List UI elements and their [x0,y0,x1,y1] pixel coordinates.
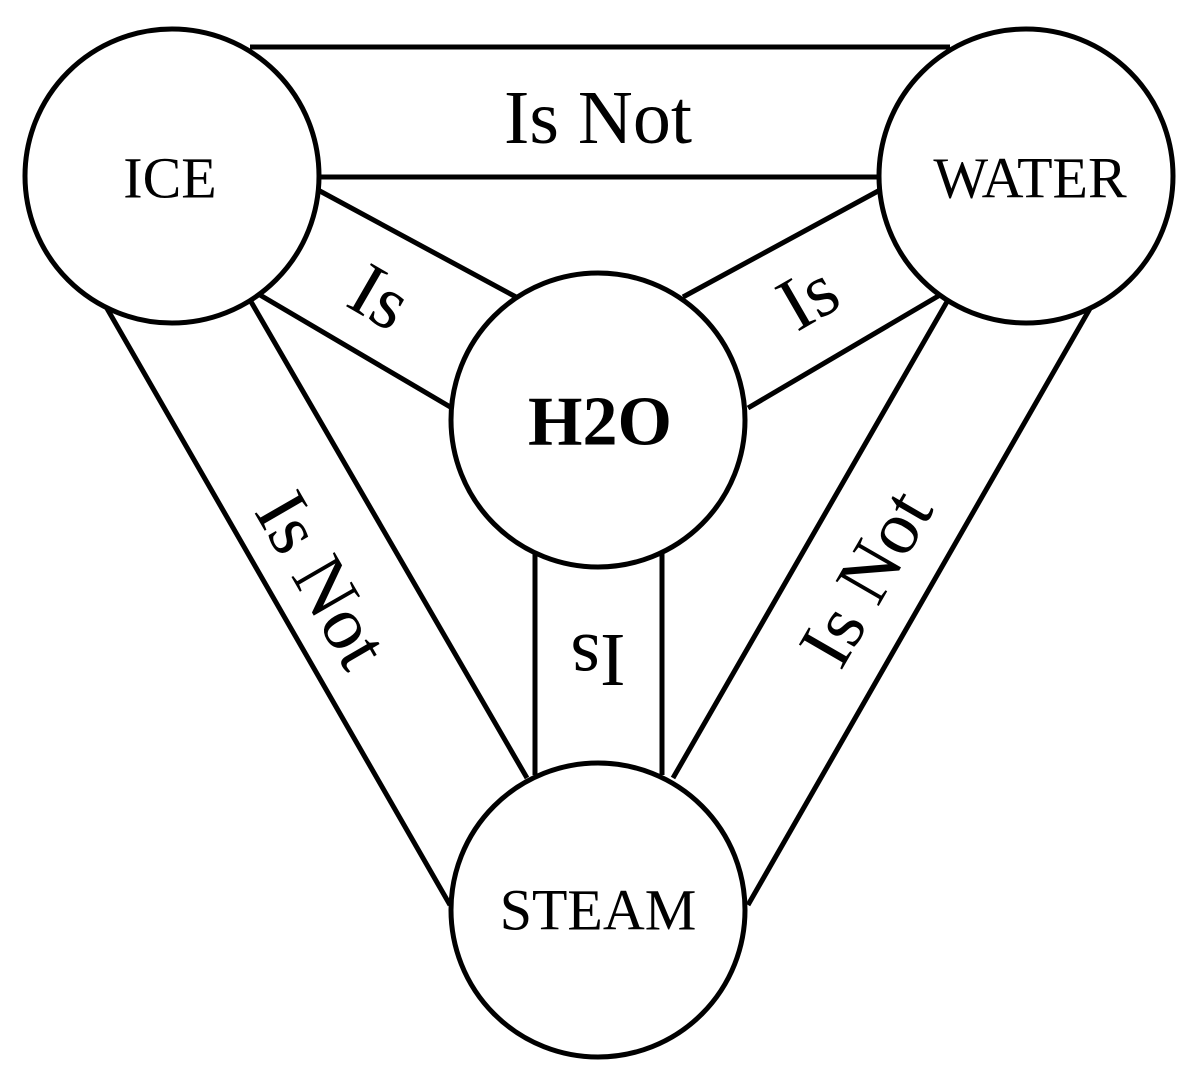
relation-label-water-steam: Is Not [783,476,950,681]
node-steam: STEAM [448,760,748,1060]
band-steam-center [532,550,665,775]
band-water-center [681,187,942,411]
band-ice-center [258,187,518,411]
relation-label-steam-center: Is [571,618,626,702]
node-ice-circle [22,26,322,326]
node-water: WATER [876,26,1176,326]
band-water-steam-line-inner [670,298,951,780]
node-water-label: WATER [933,146,1127,211]
band-water-steam [670,298,1095,907]
node-ice-label: ICE [123,146,216,211]
band-ice-steam [102,298,530,907]
node-ice: ICE [22,26,322,326]
band-ice-center-line-top [316,187,518,300]
band-water-center-line-bottom [746,292,942,411]
band-ice-steam-line-inner [247,298,530,780]
node-steam-circle [448,760,748,1060]
band-water-center-line-top [681,187,882,300]
band-ice-water [250,44,950,180]
relation-label-ice-center: Is [335,247,425,347]
band-ice-steam-line-outer [102,303,453,907]
relation-label-ice-water: Is Not [504,76,692,160]
band-water-steam-line-outer [745,303,1095,907]
band-ice-center-line-bottom [258,292,454,411]
node-water-circle [876,26,1176,326]
node-center-circle [448,270,748,570]
node-center: H2O [448,270,748,570]
node-center-label: H2O [528,384,672,461]
relation-label-water-center: Is [763,247,853,347]
node-steam-label: STEAM [500,878,697,943]
